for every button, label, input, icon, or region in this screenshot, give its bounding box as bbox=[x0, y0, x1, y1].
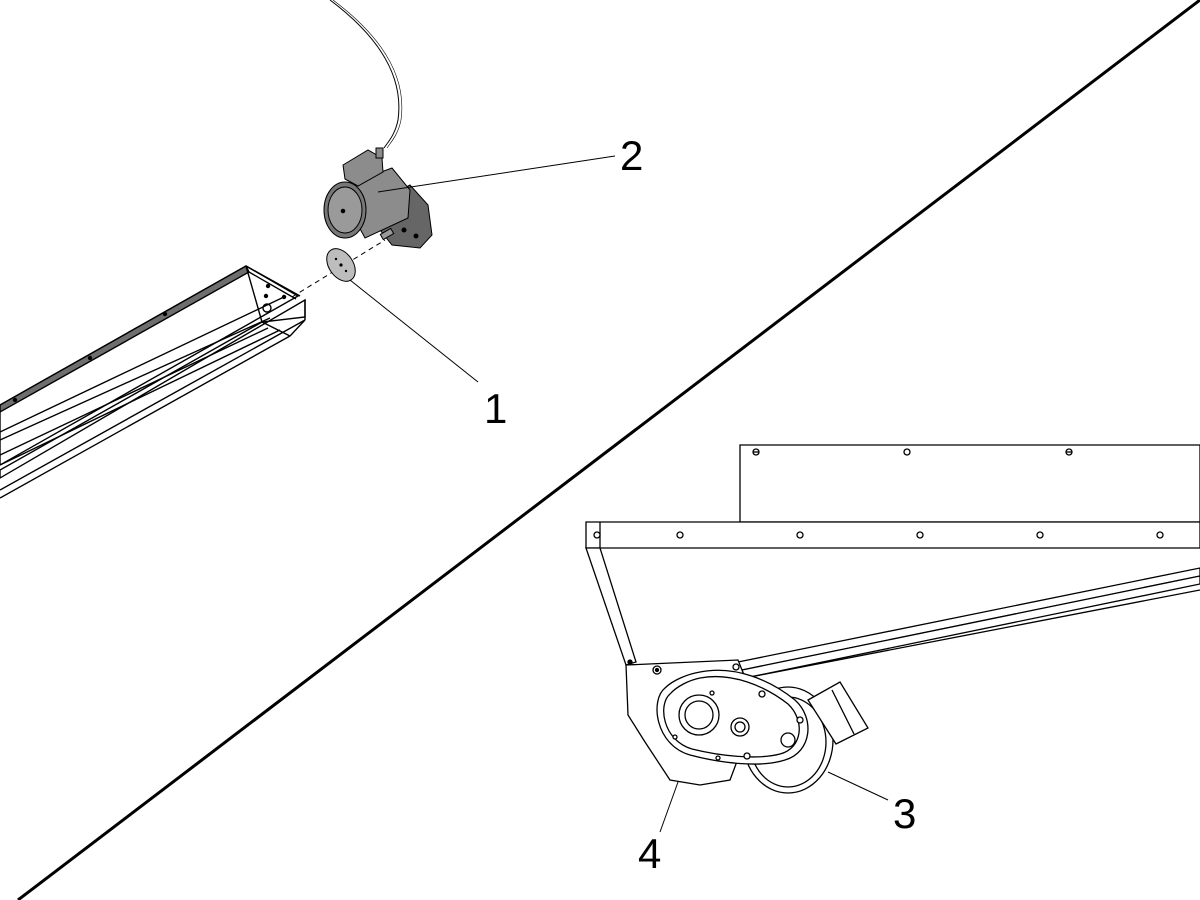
trough-assembly bbox=[0, 265, 306, 499]
callout-3: 3 bbox=[893, 790, 916, 837]
leader-line-4 bbox=[659, 781, 679, 833]
callout-2: 2 bbox=[620, 132, 643, 179]
motor-cable bbox=[329, 0, 400, 149]
callout-1: 1 bbox=[484, 385, 507, 432]
gearbox-drive bbox=[625, 659, 809, 786]
frame-assembly bbox=[585, 444, 1200, 679]
leader-line-2 bbox=[377, 155, 616, 193]
gear-motor bbox=[323, 147, 433, 249]
gasket bbox=[326, 248, 356, 282]
leader-line-3 bbox=[827, 771, 889, 801]
callout-4: 4 bbox=[638, 830, 661, 877]
leader-line-1 bbox=[349, 279, 479, 383]
divider-line bbox=[17, 0, 1200, 900]
